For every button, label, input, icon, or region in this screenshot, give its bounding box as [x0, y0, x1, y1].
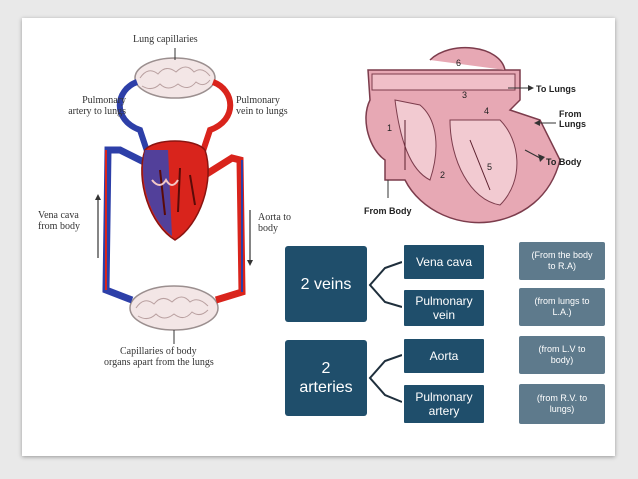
heart-section-icon [365, 47, 561, 224]
label-to-lungs: To Lungs [536, 84, 576, 94]
vena-cava-note-1: (From the body [531, 250, 593, 260]
label-vena-cava-1: Vena cava [38, 210, 79, 221]
aorta-note-2: body) [550, 355, 574, 365]
label-heart-6: 6 [456, 58, 462, 68]
vena-cava-note-2: to R.A) [547, 261, 576, 271]
label-from-lungs-1: From [559, 109, 582, 119]
label-heart-1: 1 [387, 123, 393, 133]
pulmonary-artery-name-2: artery [428, 404, 460, 418]
aorta-box: Aorta [402, 337, 486, 375]
vena-cava-name: Vena cava [415, 255, 473, 269]
vena-cava-box: Vena cava [402, 243, 486, 281]
pulmonary-vein-name-2: vein [432, 308, 455, 322]
label-aorta-1: Aorta to [258, 212, 292, 223]
label-pulmonary-artery-1: Pulmonary [82, 95, 126, 106]
label-pulmonary-vein-1: Pulmonary [236, 95, 280, 106]
pulmonary-vein-note-2: L.A.) [552, 307, 572, 317]
arteries-title-1: 2 [321, 360, 331, 377]
label-lung-capillaries: Lung capillaries [133, 34, 198, 45]
label-aorta-2: body [258, 223, 278, 234]
body-capillaries-icon [129, 285, 219, 344]
pulmonary-artery-note-1: (from R.V. to [536, 393, 588, 403]
arteries-title-box: 2 arteries [285, 340, 367, 416]
label-body-capillaries-1: Capillaries of body [120, 346, 197, 357]
label-pulmonary-vein-2: vein to lungs [236, 106, 288, 117]
label-vena-cava-2: from body [38, 221, 80, 232]
label-to-body: To Body [546, 157, 582, 167]
label-from-lungs-2: Lungs [559, 119, 586, 129]
veins-title: 2 veins [300, 275, 352, 293]
aorta-note-1: (from L.V to [538, 344, 586, 354]
lung-capillaries-icon [134, 48, 216, 99]
arteries-title-2: arteries [299, 379, 353, 396]
aorta-name: Aorta [429, 349, 459, 363]
pulmonary-artery-name-1: Pulmonary [415, 390, 473, 404]
pulmonary-vein-note-1: (from lungs to [534, 296, 590, 306]
label-body-capillaries-2: organs apart from the lungs [104, 357, 214, 368]
label-heart-3: 3 [462, 90, 468, 100]
label-pulmonary-artery-2: artery to lungs [68, 106, 126, 117]
pulmonary-artery-note-2: lungs) [549, 404, 575, 414]
pulmonary-vein-name-1: Pulmonary [415, 294, 473, 308]
heart-icon [141, 140, 209, 241]
label-from-body: From Body [364, 206, 412, 216]
label-heart-4: 4 [484, 106, 490, 116]
label-heart-5: 5 [487, 162, 493, 172]
veins-title-box: 2 veins [285, 246, 367, 322]
label-heart-2: 2 [440, 170, 446, 180]
